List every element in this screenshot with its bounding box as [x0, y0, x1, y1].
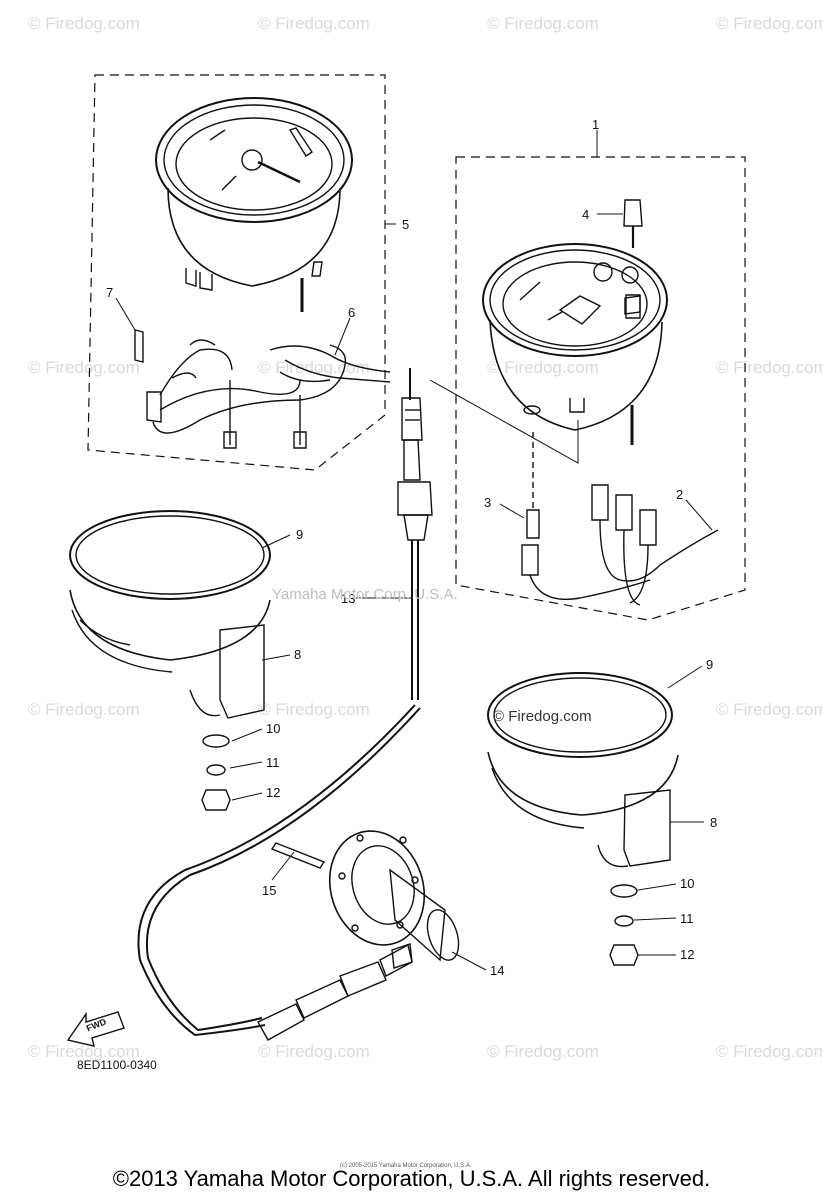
callout-6: 6 [348, 305, 356, 320]
watermark: © Firedog.com [28, 358, 140, 377]
meter-assembly-5 [155, 97, 353, 312]
callout-9-left: 9 [296, 527, 304, 542]
callout-11-left: 11 [266, 755, 280, 770]
callout-14: 14 [490, 963, 505, 978]
washer-10-right [610, 884, 638, 898]
watermark: © Firedog.com [716, 14, 823, 33]
pin-15 [270, 842, 326, 869]
washer-11-right [614, 915, 634, 927]
copyright-notice: ©2013 Yamaha Motor Corporation, U.S.A. A… [112, 1166, 711, 1191]
callout-10-left: 10 [266, 721, 281, 736]
speedometer-cable-13 [137, 368, 433, 1037]
callout-1: 1 [592, 117, 600, 132]
callout-3: 3 [484, 495, 492, 510]
callout-10-right: 10 [680, 876, 695, 891]
callout-11-right: 11 [680, 911, 694, 926]
meter-assembly-1 [482, 243, 668, 445]
watermark: © Firedog.com [487, 14, 599, 33]
assembly-box-5 [87, 74, 386, 471]
washer-11-left [206, 764, 226, 776]
watermark: © Firedog.com [716, 358, 823, 377]
fwd-arrow [66, 1011, 125, 1047]
tiny-copyright: (c) 2005-2015 Yamaha Motor Corporation, … [340, 1163, 472, 1169]
watermark: © Firedog.com [258, 700, 370, 719]
knob-4 [623, 199, 643, 319]
callout-12-right: 12 [680, 947, 695, 962]
watermark: © Firedog.com [28, 14, 140, 33]
watermark: © Firedog.com [258, 358, 370, 377]
callout-13: 13 [341, 591, 356, 606]
center-watermark: Yamaha Motor Corp. U.S.A. [272, 586, 458, 603]
callout-12-left: 12 [266, 785, 281, 800]
callout-8-right: 8 [710, 815, 718, 830]
cable-end [257, 943, 413, 1041]
leader-lines [115, 130, 713, 971]
nut-12-right [609, 944, 639, 966]
washer-10-left [202, 734, 230, 748]
inline-watermark: © Firedog.com [493, 708, 592, 725]
callout-9-right: 9 [706, 657, 714, 672]
watermark: © Firedog.com [258, 14, 370, 33]
callout-7: 7 [106, 285, 114, 300]
watermark: © Firedog.com [28, 700, 140, 719]
watermark: © Firedog.com [487, 1042, 599, 1061]
callout-8-left: 8 [294, 647, 302, 662]
gear-box-14 [328, 830, 460, 969]
nut-12-left [201, 789, 231, 811]
diagram-code: 8ED1100-0340 [77, 1058, 157, 1072]
wire-harness-2 [529, 484, 719, 606]
assembly-box-1 [455, 156, 746, 621]
watermark: © Firedog.com [487, 358, 599, 377]
watermark: © Firedog.com [28, 1042, 140, 1061]
callout-15: 15 [262, 883, 277, 898]
callout-2: 2 [676, 487, 684, 502]
bracket-right [487, 672, 679, 868]
callout-5: 5 [402, 217, 410, 232]
wire-harness-6 [134, 329, 391, 449]
bulb-3 [521, 432, 540, 576]
callout-4: 4 [582, 207, 590, 222]
watermark: © Firedog.com [716, 1042, 823, 1061]
bracket-left [69, 510, 271, 719]
watermark: © Firedog.com [258, 1042, 370, 1061]
watermark: © Firedog.com [716, 700, 823, 719]
